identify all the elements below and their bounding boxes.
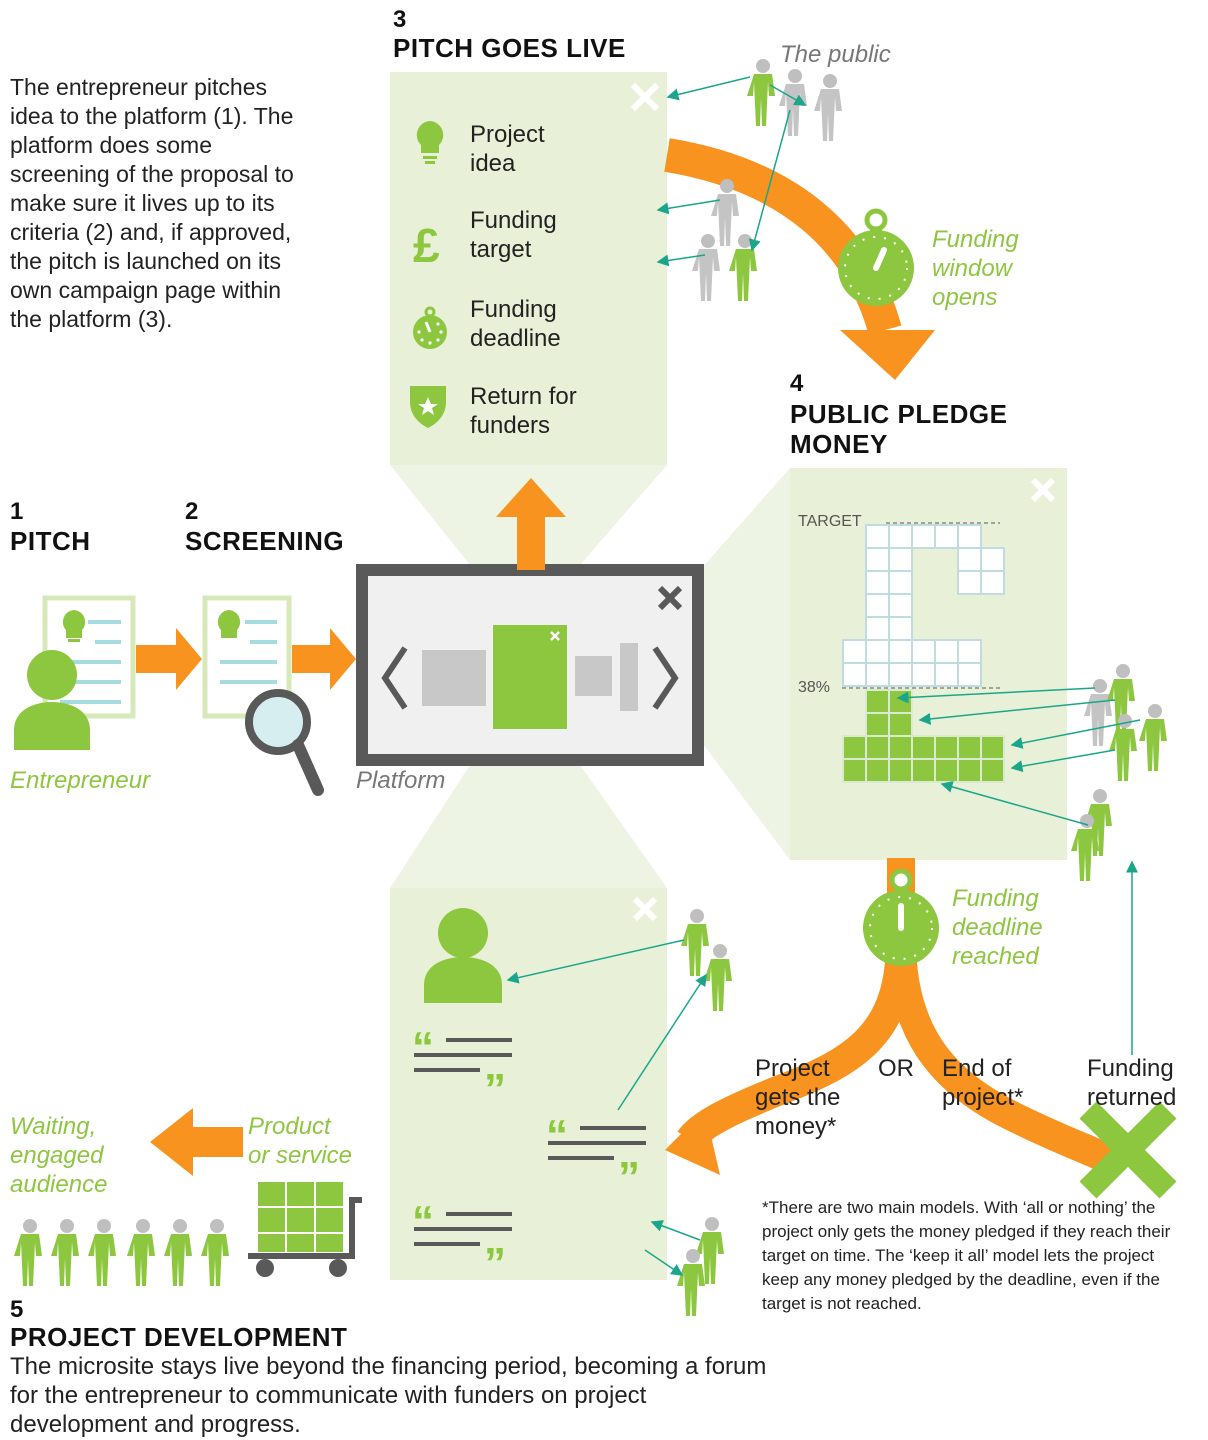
step-1-number: 1: [10, 498, 24, 525]
target-label: TARGET: [798, 513, 862, 530]
funding-window-stopwatch: [838, 208, 914, 306]
svg-text:“: “: [546, 1111, 568, 1160]
pitch-item-deadline: Funding deadline: [470, 296, 561, 352]
svg-text:”: ”: [618, 1153, 640, 1202]
project-gets-money-label: Project gets the money*: [755, 1055, 841, 1140]
svg-text:”: ”: [484, 1239, 506, 1288]
entrepreneur-avatar-icon: [424, 908, 502, 1003]
beam-right: [700, 468, 790, 860]
chevron-left-icon: [381, 646, 408, 710]
step-5-number: 5: [10, 1296, 24, 1323]
close-icon: [632, 896, 658, 922]
arrow-to-audience: [150, 1108, 193, 1176]
arrow-end-of-project: [886, 939, 1117, 1174]
pitch-item-target: Funding target: [470, 207, 557, 263]
step-5-title: PROJECT DEVELOPMENT: [10, 1322, 348, 1352]
pitch-item-idea: Project idea: [470, 121, 545, 177]
step-3-number: 3: [393, 6, 407, 33]
development-panel: [390, 888, 667, 1280]
funding-deadline-stopwatch: [863, 868, 939, 966]
carousel-card-far: [620, 643, 638, 711]
step-1-title: PITCH: [10, 526, 91, 556]
pound-grid-filled: [842, 689, 1005, 783]
arrow-screening-to-platform: [330, 628, 356, 690]
arc-arrowhead: [840, 330, 935, 380]
step-4-title-line2: MONEY: [790, 429, 888, 459]
development-text: The microsite stays live beyond the fina…: [10, 1353, 767, 1438]
entrepreneur-icon: [14, 650, 90, 750]
step-2-number: 2: [185, 498, 199, 525]
step-4-title-line1: PUBLIC PLEDGE: [790, 399, 1008, 429]
or-label: OR: [878, 1055, 914, 1082]
progress-label: 38%: [798, 679, 831, 696]
magnifier-icon: [245, 689, 324, 796]
pound-grid-outline: [842, 524, 1005, 687]
entrepreneur-label: Entrepreneur: [10, 767, 151, 794]
stopwatch-icon: [413, 306, 447, 349]
product-service-label: Product or service: [248, 1113, 353, 1169]
platform-label: Platform: [356, 767, 446, 794]
funding-deadline-label: Funding deadline reached: [952, 885, 1043, 970]
carousel-card-right: [575, 656, 612, 696]
svg-text:”: ”: [484, 1065, 506, 1114]
carousel-card-left: [422, 650, 486, 706]
waiting-audience-label: Waiting, engaged audience: [10, 1113, 108, 1198]
quote-block-2: “ ”: [546, 1111, 646, 1202]
step-4-number: 4: [790, 370, 804, 397]
svg-text:“: “: [412, 1197, 434, 1246]
close-icon: [630, 82, 660, 112]
shield-star-icon: [410, 386, 446, 428]
svg-text:“: “: [412, 1023, 434, 1072]
chevron-right-icon: [652, 646, 679, 710]
step-2-title: SCREENING: [185, 526, 345, 556]
end-of-project-label: End of project*: [942, 1055, 1024, 1111]
the-public-label: The public: [780, 41, 891, 68]
beam-bottom: [390, 765, 667, 888]
quote-block-3: “ ”: [412, 1197, 512, 1288]
arrow-up-to-live: [517, 515, 545, 570]
trolley-icon: [248, 1182, 362, 1277]
carousel-card-active: [493, 625, 567, 729]
funding-returned-label: Funding returned: [1087, 1055, 1177, 1111]
close-icon: [657, 585, 683, 611]
arrow-pitch-to-screening: [176, 628, 202, 690]
step-3-title: PITCH GOES LIVE: [393, 33, 626, 63]
pound-icon: £: [413, 220, 440, 273]
quote-block-1: “ ”: [412, 1023, 512, 1114]
intro-text: The entrepreneur pitches idea to the pla…: [10, 74, 294, 332]
pitch-item-return: Return for funders: [470, 383, 577, 439]
cancel-x-icon: [1079, 1101, 1177, 1199]
close-icon: [1030, 477, 1056, 503]
funding-window-label: Funding window opens: [932, 226, 1019, 311]
footnote: *There are two main models. With ‘all or…: [762, 1198, 1171, 1313]
lightbulb-icon: [416, 121, 444, 164]
